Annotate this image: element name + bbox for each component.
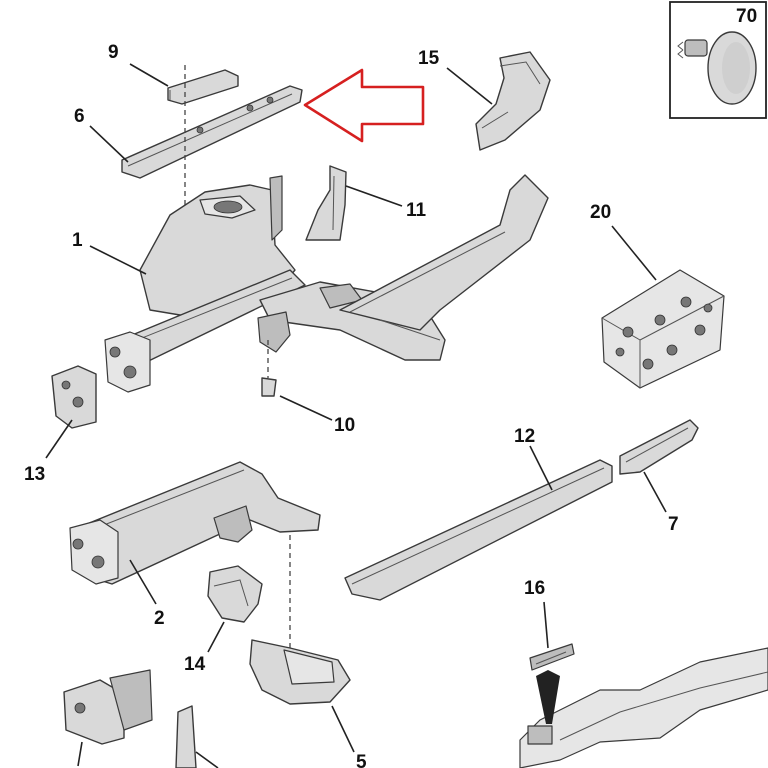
callout-12: 12 — [514, 426, 535, 447]
callout-2: 2 — [154, 608, 165, 629]
front-structure-part-1 — [104, 174, 549, 393]
plate-part-13 — [51, 365, 97, 429]
callout-10: 10 — [334, 415, 355, 436]
wheel-arch-panel-part-15 — [475, 51, 551, 151]
upper-rail-part-6 — [121, 85, 303, 179]
leader-7 — [643, 471, 667, 513]
push-clip-part-70 — [677, 31, 757, 105]
leader-5 — [331, 705, 355, 753]
callout-5: 5 — [356, 752, 367, 768]
bracket-part-14 — [207, 565, 263, 623]
clip-inset-box — [669, 1, 767, 119]
callout-16: 16 — [524, 578, 545, 599]
callout-9: 9 — [108, 42, 119, 63]
lower-bracket-left — [63, 669, 153, 745]
callout-15: 15 — [418, 48, 440, 69]
leader-2 — [129, 559, 157, 605]
bracket-part-7 — [619, 419, 699, 475]
leader-14 — [207, 621, 225, 653]
leader-16 — [543, 601, 549, 649]
leader-20 — [611, 225, 657, 281]
leader-11 — [345, 185, 403, 207]
clip-set-part-20 — [601, 269, 725, 389]
pointer-16 — [536, 670, 560, 724]
lower-rail-part-2 — [69, 461, 321, 585]
callout-14: 14 — [184, 654, 206, 675]
leader-1 — [89, 245, 147, 275]
callout-6: 6 — [74, 106, 85, 127]
leader-bottom-center — [195, 751, 219, 768]
sill-part-12 — [344, 459, 613, 601]
lower-bracket-center — [175, 705, 197, 768]
callout-13: 13 — [24, 464, 45, 485]
callout-11: 11 — [406, 200, 427, 221]
callout-7: 7 — [668, 514, 679, 535]
leader-10 — [279, 395, 333, 421]
leader-15 — [446, 67, 493, 105]
badge-part-16 — [529, 643, 575, 671]
callout-70: 70 — [736, 6, 757, 27]
leader-12 — [529, 445, 553, 491]
bracket-part-11 — [305, 165, 347, 241]
bracket-part-9 — [167, 69, 239, 105]
floor-pan-part-5 — [249, 639, 351, 705]
leader-bottom-left — [77, 741, 83, 767]
leader-13 — [45, 419, 73, 459]
callout-1: 1 — [72, 230, 83, 251]
callout-20: 20 — [590, 202, 611, 223]
fixing-part-10 — [261, 377, 277, 397]
leader-9 — [129, 63, 169, 87]
leader-6 — [89, 125, 129, 163]
highlight-arrow — [303, 68, 425, 143]
body-side-frame — [519, 647, 768, 768]
